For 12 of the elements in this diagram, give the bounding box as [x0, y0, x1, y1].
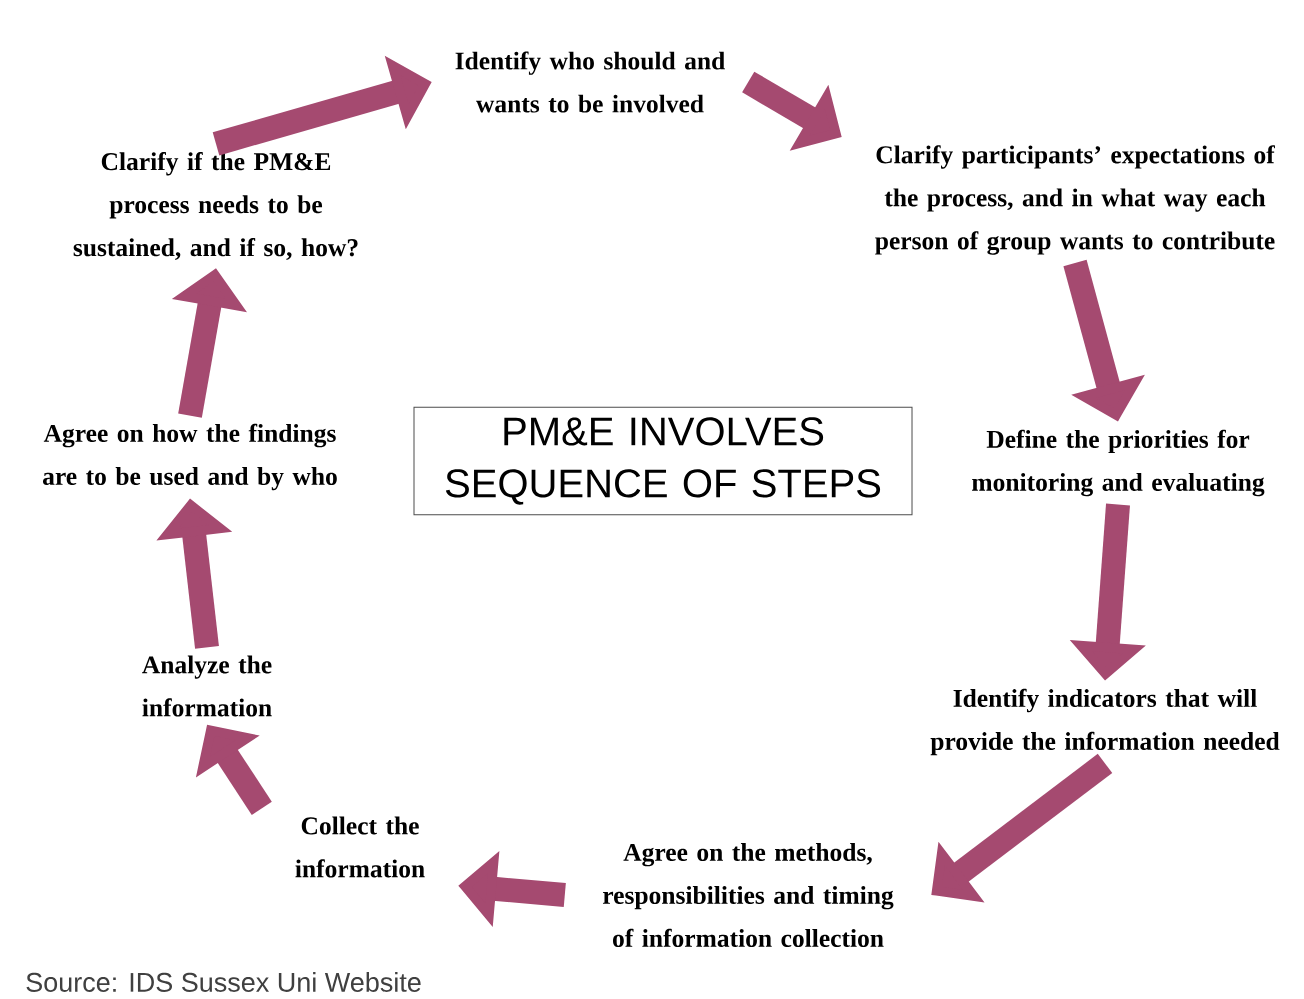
step-text: Agree on the methods, responsibilities and timing of information collection	[603, 843, 894, 947]
title-box: PM&E INVOLVES SEQUENCE OF STEPS	[413, 406, 913, 516]
block-arrow	[931, 753, 1113, 903]
step-text: Collect the information	[295, 816, 425, 878]
source-note: Source: IDS Sussex Uni Website	[26, 972, 421, 992]
step-text: Identify who should and wants to be involved	[455, 51, 725, 113]
step-text: Agree on how the findings are to be used and by who	[43, 423, 337, 491]
step-text: Clarify participants’ expectations of the process, and in what way each person of group wants to contribute	[875, 145, 1275, 255]
step-text: Identify indicators that will provide the information needed	[930, 688, 1280, 756]
step-text: Define the priorities for monitoring and evaluating	[972, 429, 1265, 497]
step-text: Analyze the information	[142, 655, 272, 717]
step-text: Clarify if the PM&E process needs to be sustained, and if so, how?	[73, 152, 358, 260]
